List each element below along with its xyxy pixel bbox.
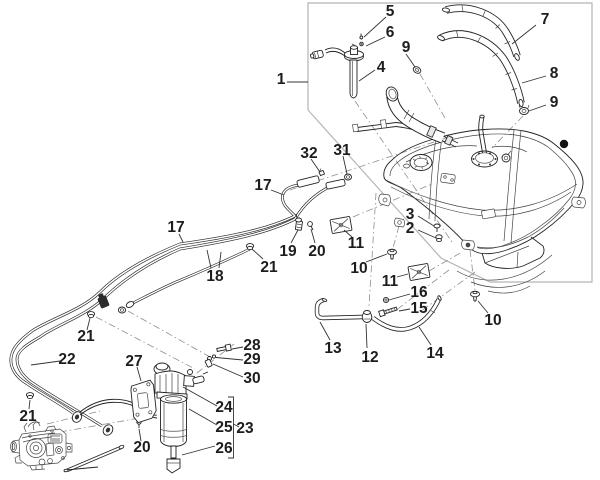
svg-text:28: 28 (243, 337, 261, 354)
svg-text:10: 10 (350, 260, 367, 277)
svg-text:19: 19 (279, 243, 297, 260)
svg-text:21: 21 (19, 408, 37, 425)
svg-text:1: 1 (277, 71, 286, 88)
svg-text:4: 4 (377, 59, 386, 76)
svg-text:21: 21 (260, 259, 278, 276)
svg-text:22: 22 (58, 351, 75, 368)
svg-text:29: 29 (243, 351, 261, 368)
svg-text:2: 2 (406, 220, 415, 237)
svg-text:3: 3 (406, 206, 415, 223)
svg-text:23: 23 (236, 420, 254, 437)
svg-text:10: 10 (484, 312, 501, 329)
svg-text:18: 18 (206, 268, 224, 285)
svg-text:7: 7 (541, 11, 550, 28)
svg-text:17: 17 (254, 177, 271, 194)
svg-text:8: 8 (550, 65, 559, 82)
svg-text:11: 11 (348, 235, 365, 252)
svg-text:16: 16 (410, 284, 428, 301)
svg-text:32: 32 (300, 145, 317, 162)
svg-text:25: 25 (215, 419, 233, 436)
svg-text:26: 26 (215, 440, 233, 457)
svg-text:20: 20 (133, 439, 150, 456)
svg-text:13: 13 (324, 340, 342, 357)
svg-text:17: 17 (167, 219, 184, 236)
svg-text:9: 9 (550, 94, 559, 111)
svg-text:11: 11 (382, 273, 399, 290)
svg-text:21: 21 (77, 328, 95, 345)
svg-text:24: 24 (215, 399, 233, 416)
svg-text:5: 5 (386, 3, 395, 20)
svg-text:27: 27 (125, 353, 142, 370)
svg-text:14: 14 (426, 345, 444, 362)
svg-text:12: 12 (361, 349, 378, 366)
svg-text:30: 30 (243, 370, 260, 387)
svg-text:15: 15 (410, 300, 428, 317)
svg-text:6: 6 (386, 24, 395, 41)
svg-text:9: 9 (402, 39, 411, 56)
svg-text:20: 20 (308, 243, 325, 260)
svg-text:31: 31 (333, 142, 351, 159)
